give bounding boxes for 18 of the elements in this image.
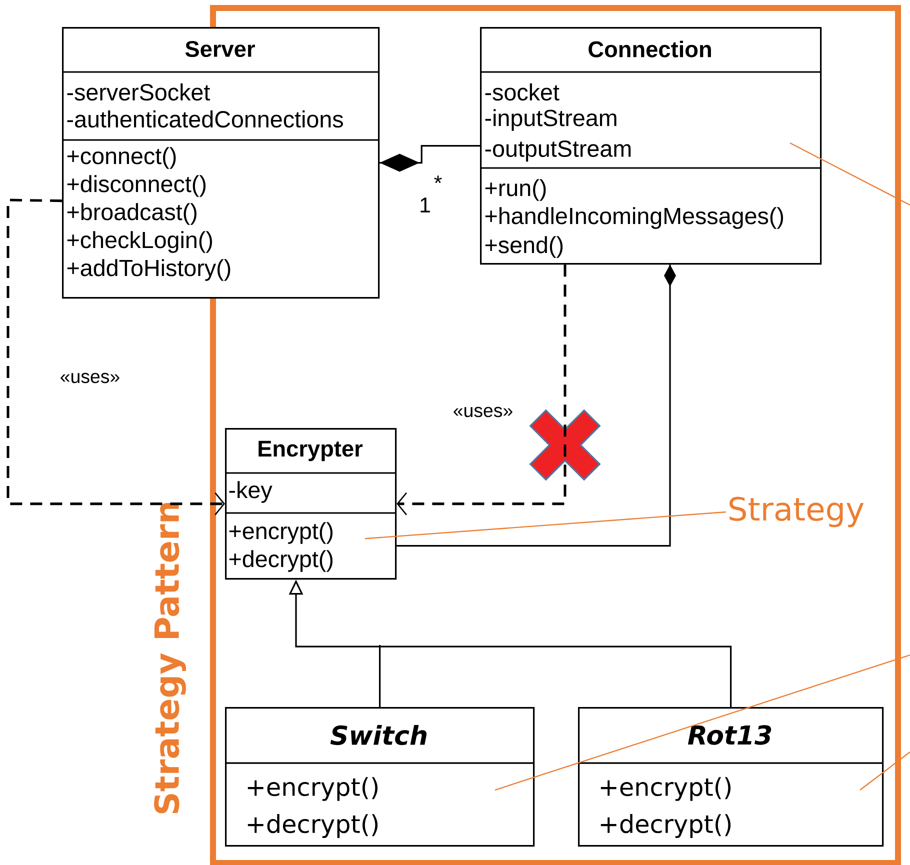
dependency-arrow [396, 264, 566, 516]
edge-label: «uses» [58, 372, 122, 384]
multiplicity-label: 1 [420, 198, 430, 212]
dependency-arrow [6, 198, 225, 516]
node-label: Strategy Pattern [154, 502, 186, 814]
callout-text: Strategy [730, 496, 864, 528]
leader-line [494, 654, 910, 791]
class-box: Rot13 +encrypt() +decrypt() [578, 707, 884, 847]
class-box: Encrypter -key +encrypt() +decrypt() [225, 428, 397, 580]
composition-line [396, 264, 676, 547]
edge-label: «uses» [452, 406, 514, 418]
class-box: Connection -socket -inputStream -outputStream +run() +handleIncomingMessages() +send() [480, 27, 822, 265]
class-box: Server -serverSocket -authenticatedConnections +connect() +disconnect() +broadcast() +checkLogin() +addToHistory() [62, 27, 380, 299]
multiplicity-label: * [434, 176, 442, 184]
composition-line [380, 145, 480, 172]
leader-line [364, 511, 726, 540]
class-box: Switch +encrypt() +decrypt() [225, 707, 535, 847]
leader-line [790, 142, 910, 206]
